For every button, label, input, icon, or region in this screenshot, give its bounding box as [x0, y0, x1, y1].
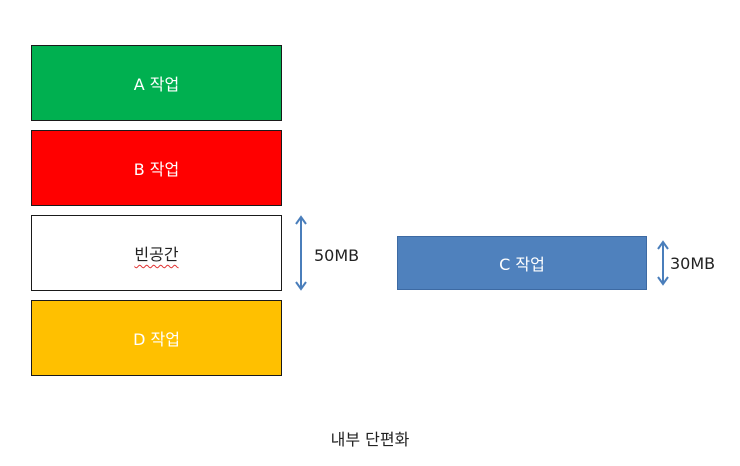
job-d-label: D 작업	[133, 330, 180, 349]
empty-space-label: 빈공간	[134, 245, 179, 264]
double-arrow-icon	[657, 240, 669, 286]
empty-space-block: 빈공간	[31, 215, 282, 291]
job-c-size-label: 30MB	[670, 254, 716, 273]
job-b-block: B 작업	[31, 130, 282, 206]
job-d-block: D 작업	[31, 300, 282, 376]
diagram-caption: 내부 단편화	[330, 430, 410, 449]
job-a-label: A 작업	[133, 75, 180, 94]
double-arrow-icon	[295, 215, 307, 291]
empty-space-size-label: 50MB	[314, 246, 360, 265]
job-b-label: B 작업	[133, 160, 180, 179]
job-a-block: A 작업	[31, 45, 282, 121]
job-c-block: C 작업	[397, 236, 647, 290]
job-c-label: C 작업	[499, 255, 545, 274]
